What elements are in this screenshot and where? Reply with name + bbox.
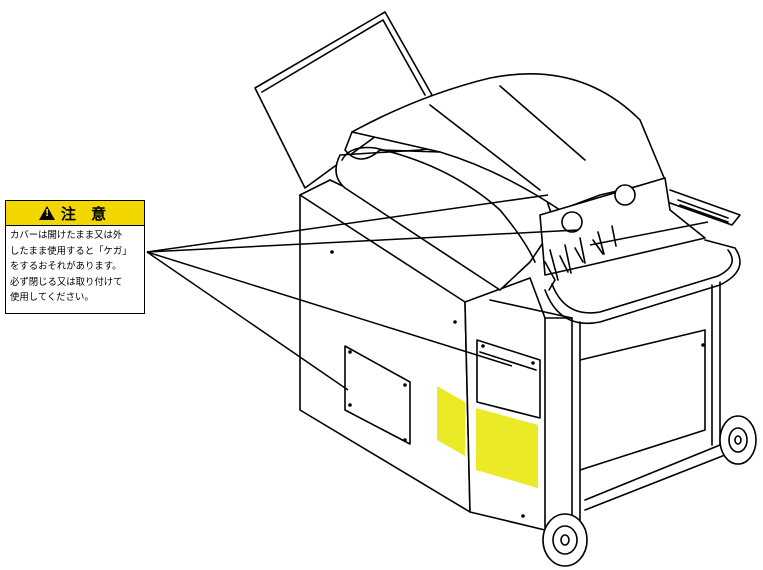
caution-label-line: 使用してください。 <box>10 292 94 303</box>
caution-label-line: をするおそれがあります。 <box>10 261 122 272</box>
caution-label-line: したまま使用すると「ケガ」 <box>10 245 132 257</box>
leader-lines <box>146 194 709 391</box>
feeder-mechanism <box>539 177 741 291</box>
caution-label: 注 意 カバーは開けたまま又は外 したまま使用すると「ケガ」 をするおそれがあり… <box>5 200 145 314</box>
wheel-front <box>542 513 588 567</box>
caution-label-title: 注 意 <box>60 204 112 223</box>
side-tray <box>544 239 741 521</box>
vent-highlight-right <box>476 408 538 488</box>
warning-triangle-icon <box>38 206 55 220</box>
wheel-rear <box>719 415 757 465</box>
caution-label-body: カバーは開けたまま又は外 したまま使用すると「ケガ」 をするおそれがあります。 … <box>6 226 144 308</box>
hood-cover <box>335 73 666 291</box>
caution-label-line: 必ず閉じる又は取り付けて <box>10 276 123 288</box>
caution-label-line: カバーは開けたまま又は外 <box>10 230 123 241</box>
vent-highlight-left <box>437 386 465 456</box>
screw-dots <box>330 250 705 518</box>
caution-label-header: 注 意 <box>6 201 144 226</box>
